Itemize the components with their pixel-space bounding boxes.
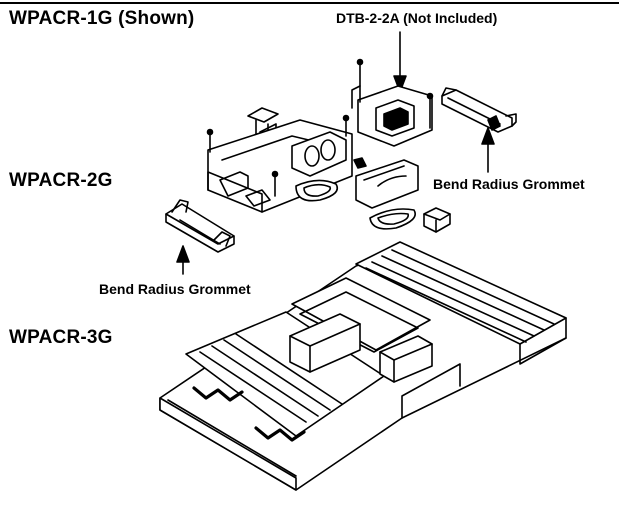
upper-bracket-assembly <box>206 107 367 213</box>
model-label-wpacr-2g: WPACR-2G <box>9 170 113 191</box>
model-label-wpacr-1g: WPACR-1G (Shown) <box>9 8 195 29</box>
arrow-dtb <box>393 31 407 93</box>
callout-dtb: DTB-2-2A (Not Included) <box>336 10 498 26</box>
arrow-grommet-left <box>176 245 190 275</box>
base-tray <box>159 241 567 491</box>
grommet-right <box>441 87 517 133</box>
callout-grommet-right: Bend Radius Grommet <box>433 176 585 192</box>
arrow-grommet-right <box>481 127 495 173</box>
lower-bracket-assembly <box>355 159 451 233</box>
top-rule <box>0 2 619 4</box>
grommet-left <box>165 199 235 253</box>
callout-grommet-left: Bend Radius Grommet <box>99 281 251 297</box>
dtb-device <box>351 58 434 147</box>
model-label-wpacr-3g: WPACR-3G <box>9 327 113 348</box>
